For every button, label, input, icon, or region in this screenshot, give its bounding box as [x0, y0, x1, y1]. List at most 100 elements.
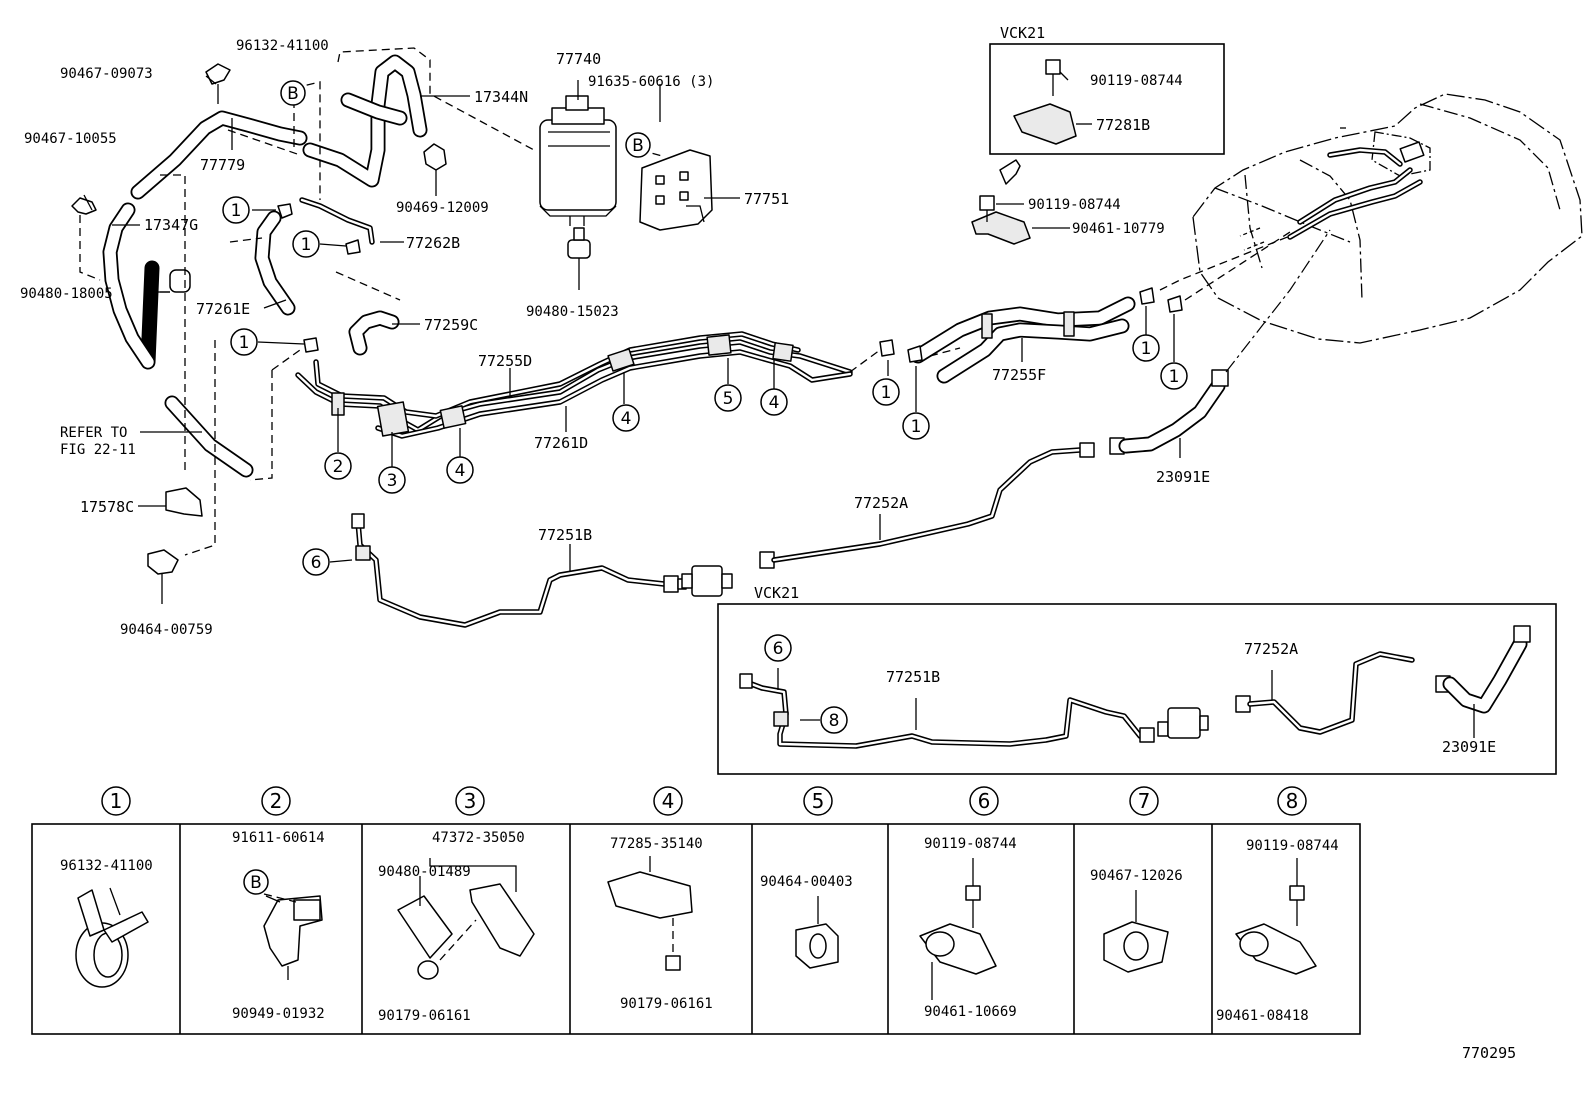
svg-text:B: B [250, 873, 262, 893]
canister-77740 [539, 95, 617, 226]
clamp-90467-09073 [205, 63, 231, 104]
pipe-77252a [759, 442, 1095, 569]
detail-7-pn-a: 90467-12026 [1090, 868, 1183, 884]
clip-90469-12009 [423, 143, 447, 186]
callout-1-d: 1 [872, 378, 900, 406]
label-77262b: 77262B [406, 234, 460, 252]
clamp-90464-00759 [147, 549, 179, 604]
vck21-box-top [989, 43, 1225, 155]
clamp-17578c [165, 487, 203, 517]
svg-text:3: 3 [387, 471, 398, 491]
label-90461-10779: 90461-10779 [1072, 221, 1165, 237]
arrow-down-icon [999, 159, 1021, 185]
callout-5: 5 [714, 384, 742, 412]
label-90480-18005: 90480-18005 [20, 286, 113, 302]
fuel-filter [681, 565, 733, 597]
panel-header-6: 6 [969, 786, 999, 816]
label-77255d: 77255D [478, 352, 532, 370]
svg-text:8: 8 [1286, 789, 1299, 813]
detail-part-5 [795, 896, 839, 969]
label-90467-09073: 90467-09073 [60, 66, 153, 82]
svg-text:6: 6 [978, 789, 991, 813]
svg-text:2: 2 [270, 789, 283, 813]
label-77281b: 77281B [1096, 116, 1150, 134]
detail-5-pn-a: 90464-00403 [760, 874, 853, 890]
svg-text:1: 1 [239, 333, 250, 353]
label-77751: 77751 [744, 190, 789, 208]
fuel-tank [1192, 93, 1583, 344]
callout-1-a: 1 [222, 196, 250, 224]
hose-77259c [348, 310, 400, 356]
label-77261e: 77261E [196, 300, 250, 318]
panel-header-5: 5 [803, 786, 833, 816]
svg-text:3: 3 [464, 789, 477, 813]
label-17344n: 17344N [474, 88, 528, 106]
svg-text:1: 1 [1141, 339, 1152, 359]
label-77252a-vck: 77252A [1244, 640, 1298, 658]
detail-panel-frame [31, 823, 1361, 1035]
callout-1-g: 1 [1160, 362, 1188, 390]
grommet-90480-15023 [567, 227, 591, 290]
panel-header-3: 3 [455, 786, 485, 816]
figure-number: 770295 [1462, 1044, 1516, 1062]
svg-text:8: 8 [829, 711, 840, 731]
label-77779: 77779 [200, 156, 245, 174]
hose-23091e [1109, 229, 1331, 455]
detail-4-pn-a: 77285-35140 [610, 836, 703, 852]
detail-panel-dividers [179, 824, 1213, 1034]
svg-text:6: 6 [773, 639, 784, 659]
svg-text:1: 1 [1169, 367, 1180, 387]
label-23091e: 23091E [1156, 468, 1210, 486]
label-refer-to: REFER TO [60, 425, 127, 441]
detail-part-3 [397, 858, 535, 980]
bracket-77751 [639, 149, 713, 231]
detail-3-pn-a: 47372-35050 [432, 830, 525, 846]
detail-part-7 [1103, 890, 1169, 973]
label-90469-12009: 90469-12009 [396, 200, 489, 216]
label-77251b: 77251B [538, 526, 592, 544]
callout-4-c: 4 [760, 388, 788, 416]
label-90119-08744-box: 90119-08744 [1090, 73, 1183, 89]
callout-b-top: B [280, 80, 306, 106]
detail-part-6 [919, 858, 997, 1000]
detail-2-pn-a: 91611-60614 [232, 830, 325, 846]
hose-77255f [910, 296, 1136, 384]
callout-4-a: 4 [446, 456, 474, 484]
callout-b-mid: B [625, 132, 651, 158]
svg-text:5: 5 [723, 389, 734, 409]
panel-header-2: 2 [261, 786, 291, 816]
detail-4-pn-b: 90179-06161 [620, 996, 713, 1012]
callout-circles: B B B 1 1 1 1 1 1 1 2 3 4 4 4 5 6 6 8 1 … [101, 80, 1307, 895]
label-77740: 77740 [556, 50, 601, 68]
label-23091e-vck: 23091E [1442, 738, 1496, 756]
svg-text:1: 1 [301, 235, 312, 255]
label-90467-10055: 90467-10055 [24, 131, 117, 147]
label-17578c: 17578C [80, 498, 134, 516]
label-90480-15023: 90480-15023 [526, 304, 619, 320]
leader-lines [83, 75, 1346, 572]
detail-8-pn-b: 90461-08418 [1216, 1008, 1309, 1024]
callout-1-f: 1 [1132, 334, 1160, 362]
label-90119-08744-mid: 90119-08744 [1028, 197, 1121, 213]
label-17347g: 17347G [144, 216, 198, 234]
hose-77261e [254, 210, 296, 316]
clip-icons [277, 203, 1183, 363]
callout-b-detail: B [243, 869, 269, 895]
svg-text:7: 7 [1138, 789, 1151, 813]
detail-6-pn-b: 90461-10669 [924, 1004, 1017, 1020]
part-labels: 96132-41100 90467-09073 90467-10055 7777… [20, 24, 1496, 756]
panel-header-8: 8 [1277, 786, 1307, 816]
svg-text:2: 2 [333, 457, 344, 477]
svg-text:B: B [287, 84, 299, 104]
label-96132-41100-top: 96132-41100 [236, 38, 329, 54]
detail-part-4 [607, 856, 693, 971]
detail-part-8 [1235, 858, 1317, 975]
label-77255f: 77255F [992, 366, 1046, 384]
pipe-77255d [295, 331, 853, 439]
detail-part-2 [263, 893, 323, 980]
svg-text:4: 4 [621, 409, 632, 429]
svg-text:6: 6 [311, 553, 322, 573]
detail-labels: 96132-41100 91611-60614 90949-01932 4737… [60, 830, 1339, 1024]
callout-1-e: 1 [902, 412, 930, 440]
